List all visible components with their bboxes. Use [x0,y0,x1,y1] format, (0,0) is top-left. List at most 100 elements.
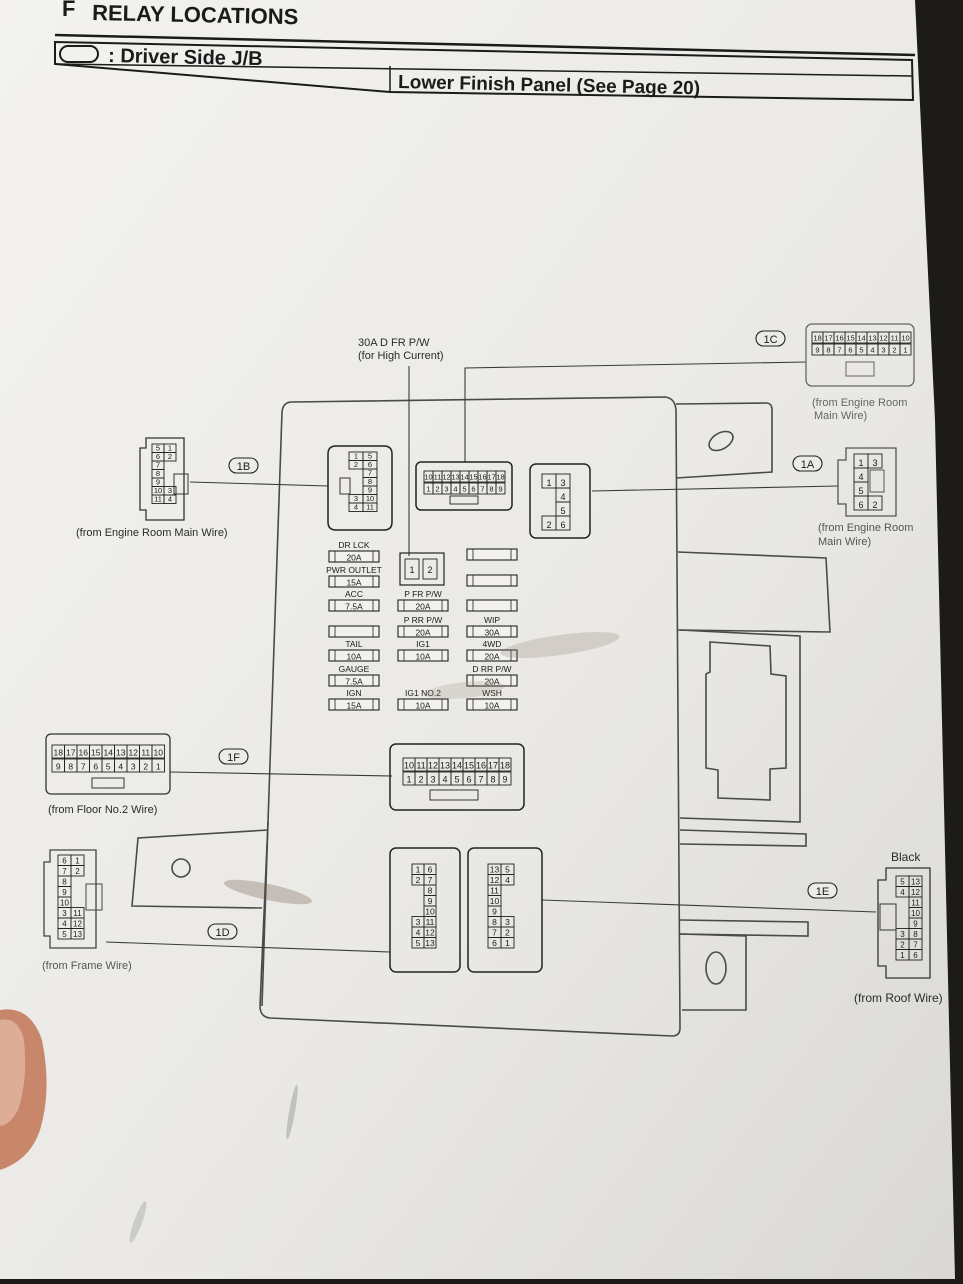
socket-1f-pin: 18 [500,761,510,771]
socket-1c-pin: 1 [426,485,430,494]
socket-1f-pin: 14 [452,761,462,771]
connector-1f-pin: 18 [54,748,64,758]
socket-1c-pin: 3 [444,485,448,494]
jb-title: : Driver Side J/B [108,45,263,70]
smudge [129,1201,147,1243]
header-box [54,40,915,102]
socket-1b-pin: 11 [366,503,374,512]
jb-bracket-bottom [679,933,747,1011]
socket-1a-pin: 3 [560,478,565,488]
fuse-mid-body [397,649,449,662]
connector-1b-pin: 5 [156,444,160,453]
jb-side-window [705,641,787,801]
connector-1b-cell [163,494,177,504]
socket-1d-pin: 7 [428,875,433,885]
connector-1f-pin: 9 [56,762,61,772]
tag-1c-label: 1C [763,334,777,346]
header-rule [54,33,916,57]
socket-1f-pin: 10 [404,761,414,771]
connector-1d-pin: 13 [73,930,82,939]
socket-1a-pin: 2 [546,520,551,530]
fuse-mid-body [397,625,449,638]
source-1f: (from Floor No.2 Wire) [48,804,157,816]
connector-1a-pin: 2 [872,500,877,510]
tag-1a-label: 1A [801,459,815,471]
connector-1b-pin: 3 [168,486,172,495]
connector-1f-pin: 13 [116,748,126,758]
fuse-right-body [466,625,518,638]
connector-1b [139,437,185,521]
socket-1c-pin: 7 [480,485,484,494]
connector-1b-pin: 10 [154,486,162,495]
socket-1e-cell [500,874,515,886]
socket-1e-pin: 12 [490,875,500,885]
connector-1c-pin: 5 [859,346,863,355]
connector-1a-pin: 3 [872,458,877,468]
connector-1b-pin: 9 [156,478,160,487]
socket-1e-pin: 6 [492,938,497,948]
tag-1e-label: 1E [816,886,829,898]
fuse-left-amp: 7.5A [345,601,363,611]
socket-1d-pin: 6 [428,865,433,875]
socket-1d-pin: 1 [416,865,421,875]
socket-1a [529,463,591,539]
socket-1f-pin: 17 [488,761,498,771]
fuse-right-body [466,698,518,711]
socket-1f-pin: 4 [442,775,447,785]
connector-1b-pin: 11 [154,495,162,504]
socket-1b-pin: 7 [368,469,372,478]
fuse-right-name: D RR P/W [472,664,511,674]
socket-1c-cell [495,482,506,495]
connector-1f [45,733,171,795]
relay-pin-cell [404,558,420,580]
leader-1e [541,899,877,913]
connector-1d-pin: 12 [73,920,82,929]
connector-1c-latch [845,361,875,377]
socket-1e-pin: 2 [505,928,510,938]
jb-bracket-top [675,402,773,479]
connector-1c-pin: 6 [848,346,852,355]
connector-1e-pin: 8 [913,930,918,939]
socket-1a-pin: 4 [560,492,565,502]
tag-1c-frame [755,330,786,347]
jb-bracket-hole-left [171,858,191,878]
socket-1d-pin: 12 [425,928,435,938]
section-letter: F [62,0,75,21]
fuse-right-name: 4WD [483,639,502,649]
tag-1f: 1F [218,748,249,765]
socket-1e [467,847,543,973]
tag-1e: 1E [807,882,838,899]
connector-1c [805,323,915,387]
connector-1e-latch [879,903,897,931]
socket-1c-pin: 15 [469,473,477,482]
socket-1a-pin: 1 [546,478,551,488]
connector-1f-pin: 4 [118,762,123,772]
socket-1c-pin: 11 [434,473,442,482]
connector-1c-pin: 3 [881,346,885,355]
socket-1f-pin: 1 [406,775,411,785]
jb-side-panel [679,629,801,823]
connector-1f-pin: 16 [79,748,89,758]
connector-1b-latch [173,473,189,495]
socket-1e-pin: 9 [492,907,497,917]
connector-1e-pin: 6 [913,951,918,960]
socket-1c-cell [495,470,506,483]
tag-1e-frame [807,882,838,899]
connector-1d-pin: 10 [60,899,69,908]
connector-tags: 1B 1A 1C 1F 1D 1E [207,330,838,940]
socket-1c [415,461,513,511]
connector-1f-latch [91,777,125,789]
fuse-mid-name: P FR P/W [404,589,442,599]
connector-1e-pin: 13 [911,878,920,887]
connector-1f-pin: 10 [154,748,164,758]
relay-pin: 2 [427,565,432,575]
source-1e: (from Roof Wire) [854,991,943,1005]
fuse-right-amp: 20A [484,651,499,661]
connector-1e-pin: 11 [911,899,920,908]
section-title: RELAY LOCATIONS [92,0,299,29]
photo-artefacts [0,632,620,1243]
socket-1f [389,743,525,811]
